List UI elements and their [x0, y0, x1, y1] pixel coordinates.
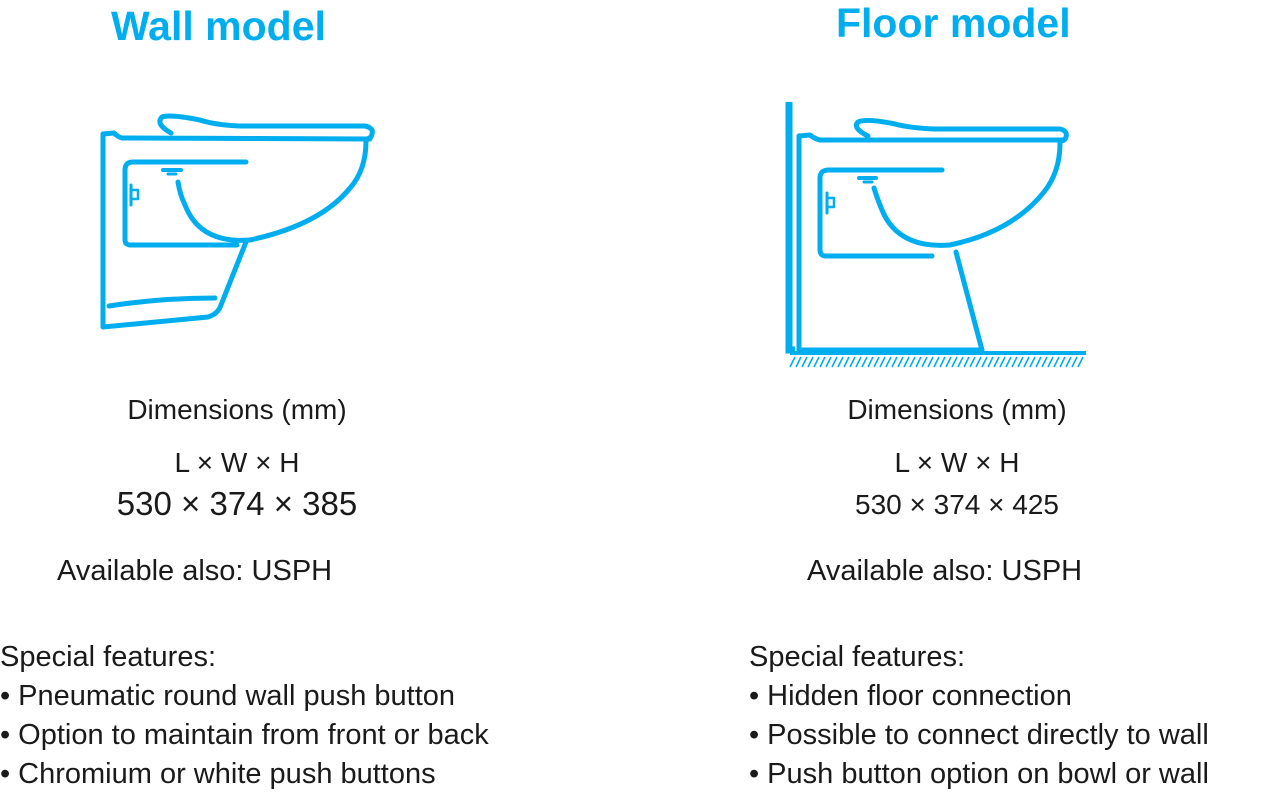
floor-features: Special features: Hidden floor connectio…	[749, 638, 1209, 794]
floor-features-list: Hidden floor connection Possible to conn…	[749, 677, 1209, 794]
wall-features-heading: Special features:	[0, 641, 217, 673]
wall-availability: Available also: USPH	[57, 555, 333, 587]
wall-toilet-icon	[100, 113, 375, 330]
wall-dimensions-axes: L × W × H	[174, 447, 300, 478]
floor-toilet-icon	[785, 102, 1086, 368]
floor-dimensions-values: 530 × 374 × 425	[855, 489, 1059, 520]
list-item: Hidden floor connection	[749, 677, 1209, 716]
wall-dimensions-values: 530 × 374 × 385	[116, 485, 358, 522]
floor-model-title: Floor model	[836, 0, 1071, 46]
list-item: Push button option on bowl or wall	[749, 755, 1209, 794]
wall-features: Special features: Pneumatic round wall p…	[0, 638, 489, 794]
floor-dimensions-label: Dimensions (mm)	[847, 394, 1067, 425]
list-item: Possible to connect directly to wall	[749, 716, 1209, 755]
wall-features-list: Pneumatic round wall push button Option …	[0, 677, 489, 794]
list-item: Chromium or white push buttons	[0, 755, 489, 794]
floor-dimensions-axes: L × W × H	[894, 447, 1020, 478]
list-item: Pneumatic round wall push button	[0, 677, 489, 716]
wall-model-title: Wall model	[111, 3, 326, 49]
wall-dimensions-label: Dimensions (mm)	[127, 394, 347, 425]
list-item: Option to maintain from front or back	[0, 716, 489, 755]
floor-features-heading: Special features:	[749, 641, 966, 673]
floor-availability: Available also: USPH	[807, 555, 1083, 587]
